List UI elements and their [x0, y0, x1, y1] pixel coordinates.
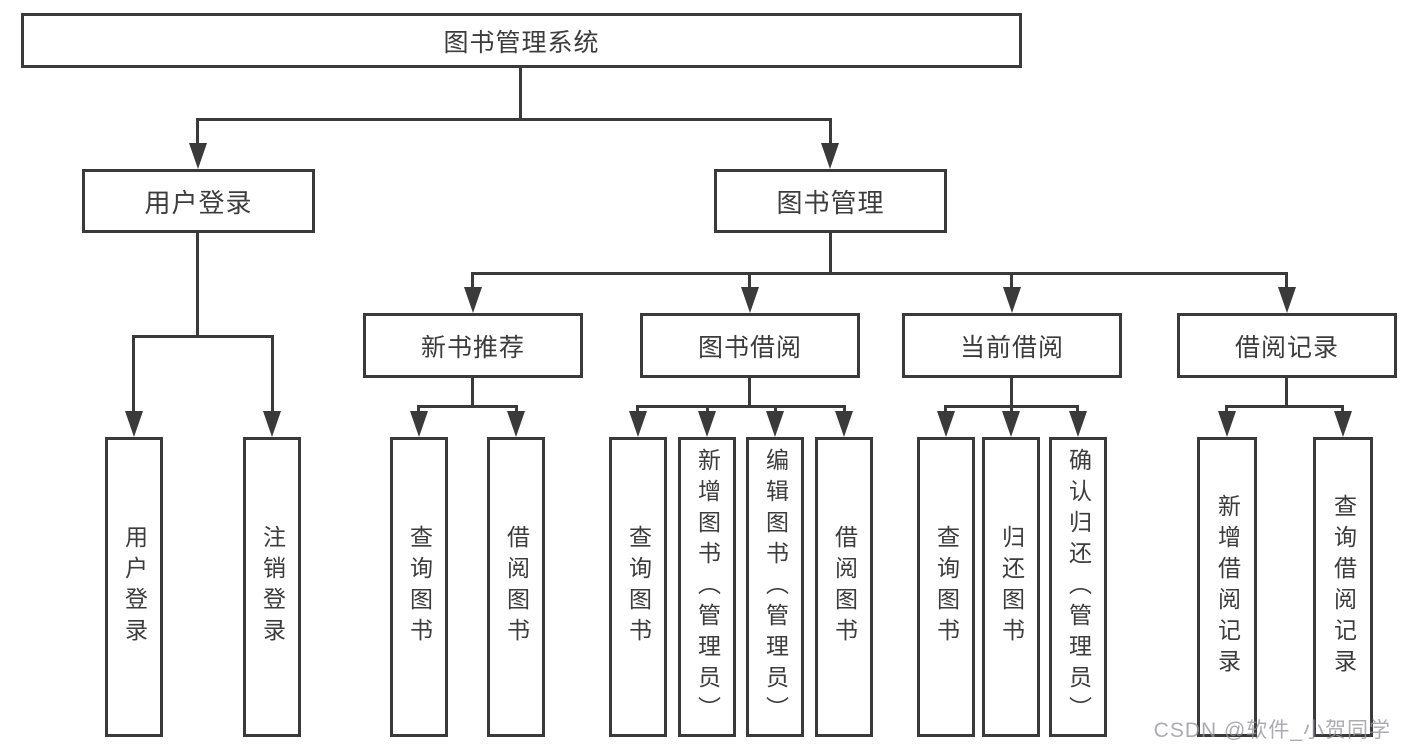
arrow-down-icon: [263, 411, 281, 437]
leaf-confirm-return-admin: 确认归还（管理员）: [1049, 437, 1107, 737]
connector-stem: [774, 405, 777, 415]
arrow-down-icon: [1069, 411, 1087, 437]
node-current-borrow: 当前借阅: [902, 313, 1122, 378]
leaf-borrow-books-recommend: 借阅图书: [487, 437, 545, 737]
connector-stem: [1076, 405, 1079, 415]
node-book-borrow: 图书借阅: [640, 313, 860, 378]
leaf-label: 注销登录: [259, 525, 286, 649]
leaf-label: 确认归还（管理员）: [1065, 447, 1092, 727]
node-new-book-recommend: 新书推荐: [363, 313, 583, 378]
leaf-label: 归还图书: [998, 525, 1025, 649]
connector-stub: [471, 378, 474, 408]
connector-stem: [1341, 405, 1344, 415]
arrow-down-icon: [1218, 411, 1236, 437]
arrow-down-icon: [410, 411, 428, 437]
leaf-label: 查询图书: [933, 525, 960, 649]
arrow-down-icon: [125, 411, 143, 437]
arrow-down-icon: [937, 411, 955, 437]
leaf-return-books: 归还图书: [982, 437, 1040, 737]
connector-rail: [132, 335, 274, 338]
leaf-edit-books-admin: 编辑图书（管理员）: [746, 437, 804, 737]
node-label: 新书推荐: [420, 333, 525, 362]
connector-stem: [1285, 272, 1288, 289]
node-label: 当前借阅: [959, 333, 1064, 362]
connector-stem: [636, 405, 639, 415]
connector-stem: [271, 335, 274, 413]
arrow-down-icon: [189, 143, 207, 169]
connector-rail: [1225, 405, 1344, 408]
leaf-query-books-recommend: 查询图书: [390, 437, 448, 737]
connector-stem: [944, 405, 947, 415]
connector-stub: [748, 378, 751, 408]
node-label: 借阅记录: [1234, 333, 1339, 362]
arrow-down-icon: [507, 411, 525, 437]
node-book-management: 图书管理: [714, 169, 947, 233]
connector-stem: [1010, 405, 1013, 415]
node-label: 用户登录: [144, 187, 253, 218]
arrow-down-icon: [629, 411, 647, 437]
arrow-down-icon: [1334, 411, 1352, 437]
arrow-down-icon: [766, 411, 784, 437]
leaf-label: 新增图书（管理员）: [694, 447, 721, 727]
connector-rail: [636, 405, 846, 408]
watermark: CSDN @软件_小贺同学: [1153, 719, 1391, 742]
connector-rail: [471, 272, 1288, 275]
connector-stem: [417, 405, 420, 415]
arrow-down-icon: [1278, 287, 1296, 313]
leaf-label: 编辑图书（管理员）: [762, 447, 789, 727]
node-root-label: 图书管理系统: [443, 28, 600, 57]
leaf-query-books-current: 查询图书: [917, 437, 975, 737]
connector-stem: [471, 272, 474, 289]
connector-stub-root: [519, 68, 522, 121]
leaf-label: 查询图书: [406, 525, 433, 649]
node-borrow-records: 借阅记录: [1177, 313, 1397, 378]
connector-stem: [1010, 272, 1013, 289]
arrow-down-icon: [741, 287, 759, 313]
connector-stem: [515, 405, 518, 415]
connector-stem: [843, 405, 846, 415]
arrow-down-icon: [1003, 287, 1021, 313]
arrow-down-icon: [698, 411, 716, 437]
connector-stub: [1285, 378, 1288, 408]
arrow-down-icon: [1002, 411, 1020, 437]
leaf-label: 借阅图书: [831, 525, 858, 649]
connector-stem: [196, 118, 199, 146]
leaf-label: 借阅图书: [503, 525, 530, 649]
leaf-label: 新增借阅记录: [1214, 494, 1241, 680]
connector-stem: [1225, 405, 1228, 415]
leaf-add-borrow-record: 新增借阅记录: [1197, 437, 1257, 737]
node-label: 图书管理: [776, 187, 885, 218]
arrow-down-icon: [835, 411, 853, 437]
connector-stem: [748, 272, 751, 289]
node-user-login: 用户登录: [82, 169, 315, 233]
connector-stem: [829, 118, 832, 146]
connector-stub: [829, 233, 832, 275]
leaf-label: 查询图书: [625, 525, 652, 649]
leaf-borrow-books: 借阅图书: [815, 437, 873, 737]
leaf-logout: 注销登录: [243, 437, 301, 737]
node-label: 图书借阅: [697, 333, 802, 362]
connector-rail: [417, 405, 518, 408]
leaf-label: 用户登录: [121, 525, 148, 649]
leaf-add-books-admin: 新增图书（管理员）: [678, 437, 736, 737]
node-root: 图书管理系统: [21, 13, 1022, 68]
connector-stub: [1010, 378, 1013, 408]
arrow-down-icon: [821, 143, 839, 169]
connector-stub: [196, 233, 199, 338]
leaf-label: 查询借阅记录: [1330, 494, 1357, 680]
connector-rail-root: [196, 118, 832, 121]
leaf-query-borrow-record: 查询借阅记录: [1313, 437, 1373, 737]
arrow-down-icon: [464, 287, 482, 313]
connector-stem: [132, 335, 135, 413]
connector-stem: [706, 405, 709, 415]
leaf-query-books-borrow: 查询图书: [609, 437, 667, 737]
leaf-user-login: 用户登录: [105, 437, 163, 737]
